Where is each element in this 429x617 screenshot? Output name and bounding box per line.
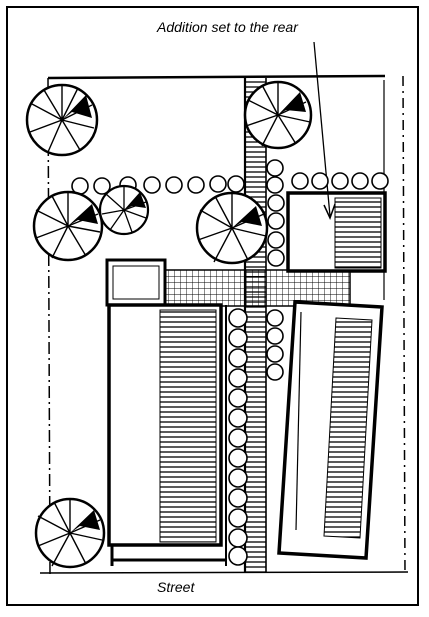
tree-mid-small	[98, 184, 150, 236]
addition-annotation: Addition set to the rear	[157, 19, 298, 35]
lot-lines	[39, 74, 409, 576]
street-label: Street	[157, 579, 195, 595]
hedge-row-walkway-left	[228, 308, 248, 566]
tree-center	[195, 191, 269, 265]
annotation-arrow	[313, 41, 336, 220]
tree-top-center	[243, 80, 313, 150]
rear-addition	[286, 191, 387, 273]
tree-mid-left	[32, 190, 104, 262]
tree-top-left	[25, 83, 99, 157]
right-building	[277, 300, 384, 560]
hedge-row-walkway-upper	[266, 159, 285, 267]
left-building	[105, 258, 227, 566]
hedge-row-top	[71, 172, 389, 195]
courtyard-paving	[159, 269, 351, 307]
hedge-row-walkway-right	[266, 309, 284, 381]
tree-bottom-left	[34, 497, 106, 569]
walkway	[243, 78, 267, 573]
